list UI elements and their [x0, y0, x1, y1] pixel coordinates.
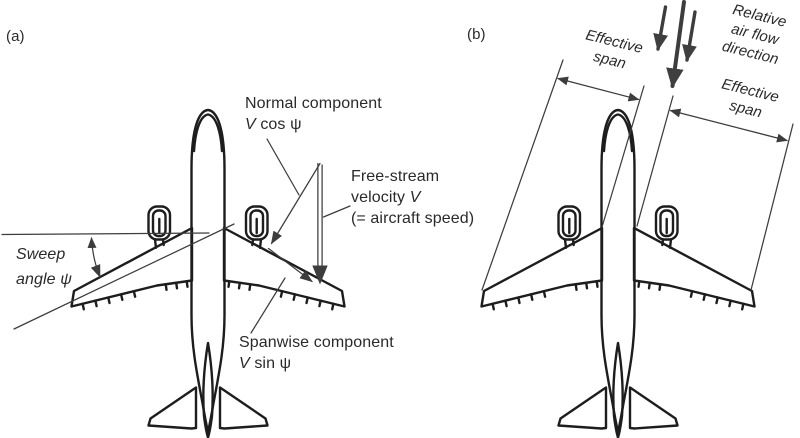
spanwise-component-arrow — [267, 247, 313, 283]
airplane-top-view-a — [72, 110, 345, 438]
effective-span-extension-line-left-inner — [601, 85, 645, 228]
free-stream-velocity-arrow — [312, 162, 328, 285]
airflow-arrow-right — [682, 10, 697, 63]
panel-b-annotations — [481, 0, 794, 291]
airplane-top-view-b — [482, 110, 755, 438]
airflow-arrow-middle — [666, 0, 686, 89]
effective-span-extension-line-right-outer — [750, 123, 794, 291]
effective-span-dimension-arrow-left — [557, 76, 640, 102]
normal-component-label: Normal component V cos ψ — [245, 93, 382, 135]
normal-component-line2: V cos ψ — [245, 116, 302, 133]
effective-span-extension-line-right-inner — [636, 95, 674, 227]
relative-airflow-arrows — [653, 0, 697, 89]
spanwise-component-label: Spanwise component V sin ψ — [239, 332, 394, 374]
free-stream-leader-line — [322, 205, 351, 218]
spanwise-component-leader-line — [250, 277, 286, 334]
sweep-angle-line2: angle ψ — [16, 271, 72, 288]
normal-component-leader-line — [266, 138, 300, 196]
free-stream-line2: velocity V — [351, 189, 421, 206]
sweep-angle-line1: Sweep — [16, 246, 66, 263]
sweep-angle-label: Sweep angle ψ — [16, 242, 72, 292]
effective-span-dimension-arrow-right — [669, 108, 788, 143]
free-stream-line1: Free-stream — [351, 168, 440, 185]
airflow-arrow-left — [653, 5, 668, 52]
effective-span-extension-line-left-outer — [481, 59, 564, 291]
free-stream-velocity-label: Free-stream velocity V (= aircraft speed… — [351, 166, 474, 229]
spanwise-component-line2: V sin ψ — [239, 355, 292, 372]
panel-a-tag: (a) — [6, 28, 25, 45]
free-stream-line3: (= aircraft speed) — [351, 210, 475, 227]
normal-component-line1: Normal component — [245, 95, 382, 112]
wing-axis-sweep-line — [13, 223, 235, 330]
panel-a-annotations — [1, 138, 351, 334]
panel-b-tag: (b) — [467, 26, 486, 43]
normal-component-arrow — [270, 162, 321, 245]
sweep-reference-horizontal-line — [1, 232, 210, 236]
spanwise-component-line1: Spanwise component — [239, 334, 394, 351]
sweep-angle-arc-arrow — [87, 237, 101, 278]
